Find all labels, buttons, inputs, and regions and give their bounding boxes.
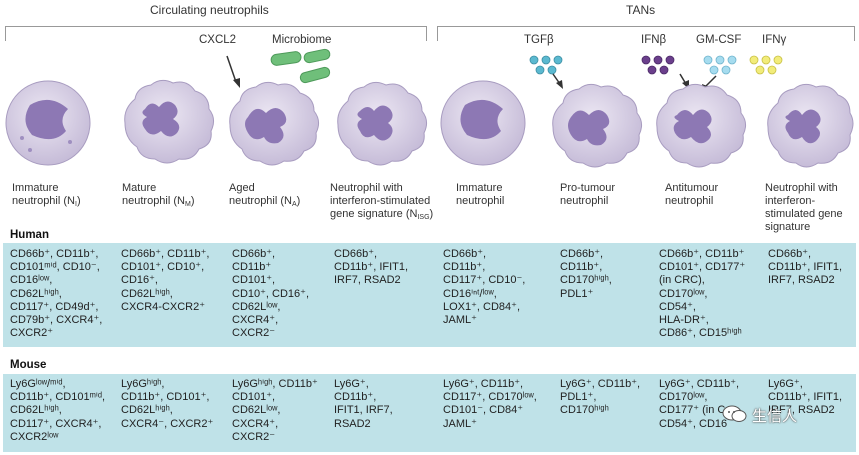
row-header-human: Human [10,229,49,241]
stimulus-tgfb-label: TGFβ [524,34,554,46]
group-title-circulating: Circulating neutrophils [150,3,269,17]
mouse-markers-immature-tan: Ly6G⁺, CD11b⁺, CD117⁺, CD170ˡᵒʷ, CD101⁻,… [443,378,537,430]
mouse-markers-aged: Ly6Gʰⁱᵍʰ, CD11b⁺ CD101⁺, CD62Lˡᵒʷ, CXCR4… [232,378,318,443]
microbiome-icon [270,48,331,84]
human-markers-mature: CD66b⁺, CD11b⁺, CD101⁺, CD10⁺, CD16⁺, CD… [121,248,210,313]
human-marker-band [3,243,856,347]
human-markers-pro-tumour: CD66b⁺, CD11b⁺, CD170ʰⁱᵍʰ, PDL1⁺ [560,248,612,300]
stimulus-gmcsf-label: GM-CSF [696,34,742,46]
bracket-circulating [5,26,427,41]
ifnb-molecules-icon [641,55,675,75]
mouse-markers-isg-tan: Ly6G⁺, CD11b⁺, IFIT1, IRF7, RSAD2 [768,378,843,417]
watermark-text: 生信人 [752,408,798,425]
row-header-mouse: Mouse [10,359,47,371]
stimulus-ifnb-label: IFNβ [641,34,667,46]
isg-tan-cell-icon [767,83,854,168]
mouse-markers-pro-tumour: Ly6G⁺, CD11b⁺, PDL1⁺, CD170ʰⁱᵍʰ [560,378,641,417]
isg-neutrophil-cell-icon [337,81,428,166]
mouse-markers-mature: Ly6Gʰⁱᵍʰ, CD11b⁺, CD101⁺, CD62Lʰⁱᵍʰ, CXC… [121,378,214,430]
mouse-markers-isg: Ly6G⁺, CD11b⁺, IFIT1, IRF7, RSAD2 [334,378,393,430]
mouse-markers-immature: Ly6Gˡᵒʷ/ᵐⁱᵈ, CD11b⁺, CD101ᵐⁱᵈ, CD62Lʰⁱᵍʰ… [10,378,106,443]
mature-neutrophil-cell-icon [124,79,215,164]
human-markers-isg-tan: CD66b⁺, CD11b⁺, IFIT1, IRF7, RSAD2 [768,248,843,287]
cells-graphics [5,79,854,168]
cell-label-isg-tan: Neutrophil with interferon-stimulated ge… [765,182,843,233]
human-markers-antitumour: CD66b⁺, CD11b⁺ CD101⁺, CD177⁺ (in CRC), … [659,248,746,340]
pro-tumour-cell-icon [552,83,643,168]
stimulus-cxcl2-label: CXCL2 [199,34,237,46]
aged-neutrophil-cell-icon [229,81,320,166]
tgfb-molecules-icon [529,55,563,75]
human-markers-aged: CD66b⁺, CD11b⁺ CD101⁺, CD10⁺, CD16⁺, CD6… [232,248,310,340]
antitumour-cell-icon [656,83,747,168]
wechat-logo-icon [722,404,748,424]
cell-label-isg: Neutrophil with interferon-stimulated ge… [330,182,434,221]
human-markers-immature-tan: CD66b⁺, CD11b⁺, CD117⁺, CD10⁻, CD16ⁱⁿᵗ/ˡ… [443,248,526,327]
immature-neutrophil-cell-icon [5,80,91,166]
cxcl2-arrow-icon [226,55,240,88]
stimulus-microbiome-label: Microbiome [272,34,332,46]
ifng-molecules-icon [749,55,783,75]
immature-tan-cell-icon [440,80,526,166]
stimuli-graphics [226,48,783,91]
mouse-marker-band [3,374,856,452]
bracket-tans [437,26,855,41]
human-markers-immature: CD66b⁺, CD11b⁺, CD101ᵐⁱᵈ, CD10⁻, CD16ˡᵒʷ… [10,248,103,340]
gmcsf-molecules-icon [703,55,737,75]
human-markers-isg: CD66b⁺, CD11b⁺, IFIT1, IRF7, RSAD2 [334,248,409,287]
stimulus-ifng-label: IFNγ [762,34,787,46]
group-title-tans: TANs [626,3,656,17]
mouse-markers-antitumour: Ly6G⁺, CD11b⁺, CD170ˡᵒʷ, CD177⁺ (in C CD… [659,378,740,430]
